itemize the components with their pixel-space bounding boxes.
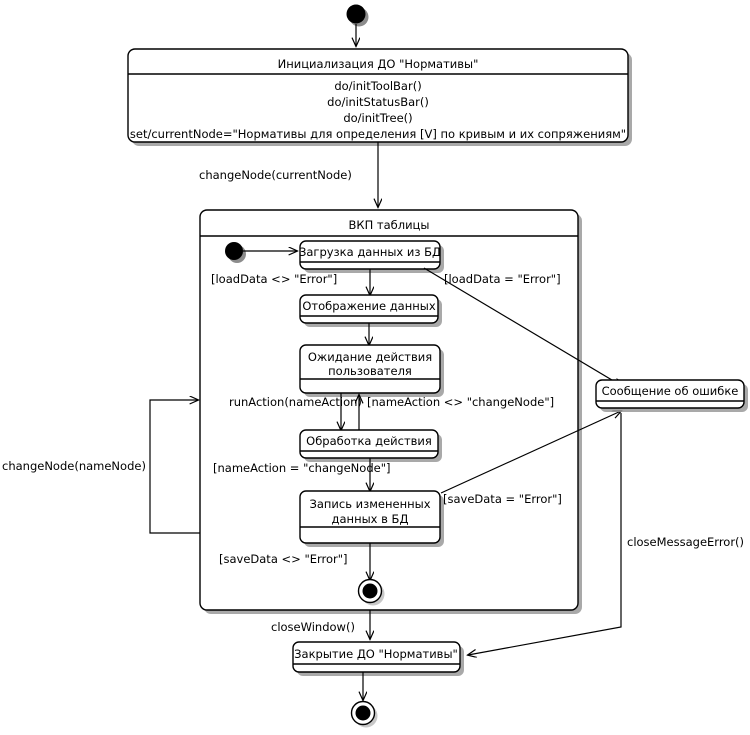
final-node-inner (357, 578, 385, 606)
state-show-data-title: Отображение данных (302, 299, 436, 313)
initial-node-top (346, 4, 369, 27)
label-run-action: runAction(nameAction) (229, 395, 362, 409)
state-init-do-action-2: do/initTree() (343, 111, 412, 125)
state-init-do-action-0: do/initToolBar() (334, 79, 421, 93)
label-close-message-error: closeMessageError() (627, 535, 744, 549)
state-init-do-title: Инициализация ДО "Нормативы" (278, 57, 479, 71)
label-change-node-current: changeNode(currentNode) (199, 168, 352, 182)
label-close-window: closeWindow() (271, 620, 355, 634)
guard-load-error: [loadData = "Error"] (444, 272, 561, 286)
guard-load-ok: [loadData <> "Error"] (211, 272, 337, 286)
state-show-data[interactable]: Отображение данных (299, 294, 442, 327)
state-close-do-title: Закрытие ДО "Нормативы" (294, 647, 458, 661)
state-load-data-title: Загрузка данных из БД (299, 245, 441, 259)
state-process-action[interactable]: Обработка действия (299, 429, 442, 462)
state-wait-action-title-line1: Ожидание действия (308, 350, 432, 364)
label-change-node-name: changeNode(nameNode) (2, 459, 146, 473)
state-process-action-title: Обработка действия (306, 434, 432, 448)
guard-save-ok: [saveData <> "Error"] (219, 552, 348, 566)
state-init-do-action-1: do/initStatusBar() (327, 95, 429, 109)
initial-node-inner (225, 242, 246, 263)
state-error-message[interactable]: Сообщение об ошибке (595, 379, 748, 412)
state-load-data[interactable]: Загрузка данных из БД (299, 240, 444, 273)
final-node-bottom (350, 700, 378, 728)
guard-name-action-ne: [nameAction <> "changeNode"] (367, 395, 554, 409)
edge-save-to-error (440, 411, 621, 494)
state-init-do-action-3: set/currentNode="Нормативы для определен… (130, 127, 626, 141)
guard-name-action-eq: [nameAction = "changeNode"] (213, 461, 390, 475)
edge-error-to-close (468, 413, 622, 655)
state-composite-title: ВКП таблицы (349, 218, 430, 232)
edge-load-to-error (423, 267, 622, 386)
state-composite-vkp[interactable]: ВКП таблицы (199, 209, 582, 614)
guard-save-error: [saveData = "Error"] (443, 492, 562, 506)
state-save-data[interactable]: Запись измененных данных в БД (299, 490, 444, 547)
state-error-message-title: Сообщение об ошибке (602, 384, 739, 398)
edge-change-node-loop (149, 400, 200, 534)
state-save-data-title-line1: Запись измененных (309, 497, 430, 511)
state-save-data-title-line2: данных в БД (332, 512, 409, 526)
state-close-do[interactable]: Закрытие ДО "Нормативы" (292, 641, 464, 676)
state-init-do[interactable]: Инициализация ДО "Нормативы" do/initTool… (127, 48, 632, 146)
state-wait-action-title-line2: пользователя (328, 364, 412, 378)
state-wait-action[interactable]: Ожидание действия пользователя (299, 344, 444, 397)
